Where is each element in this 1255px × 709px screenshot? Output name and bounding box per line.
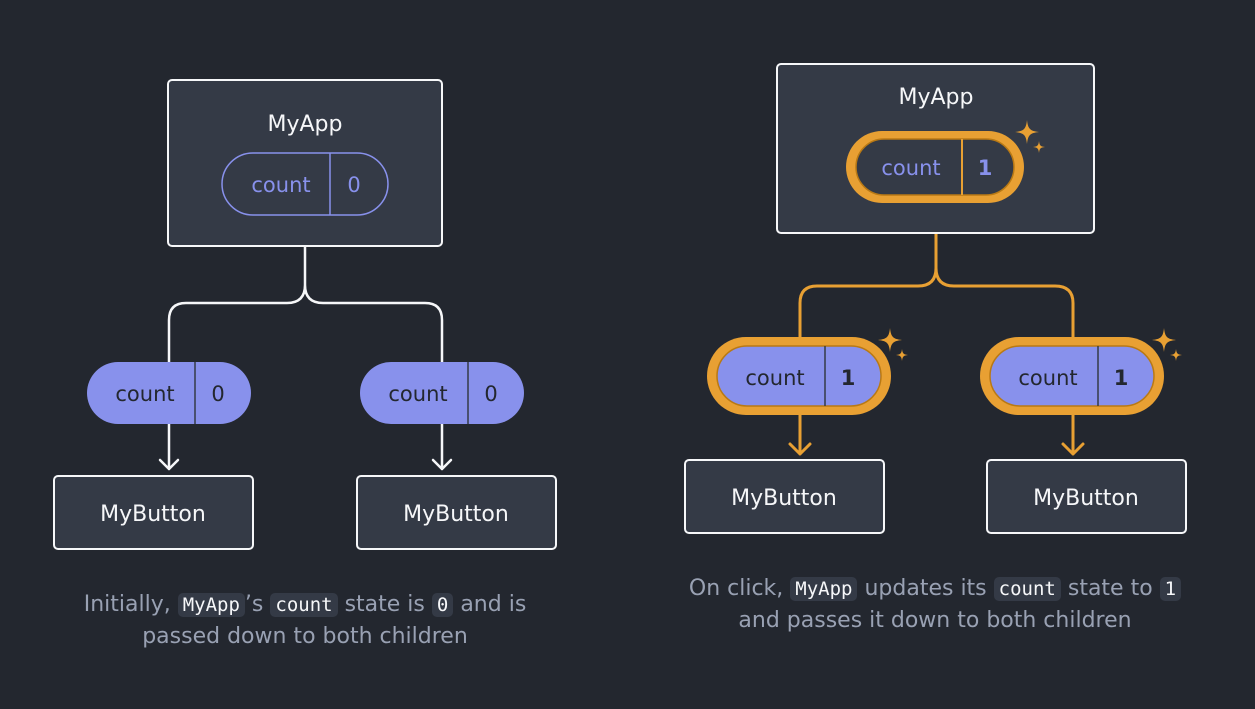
code-value: 0 [431,593,454,617]
right-diagram: MyApp count 1 count 1 [684,63,1187,534]
left-diagram: MyApp count 0 count 0 MyButton count 0 [53,79,557,550]
mybutton-node: MyButton [684,459,885,534]
caption-text: On click, [688,576,791,601]
caption-text: and passes it down to both children [738,608,1132,633]
caption-text: state is [337,592,432,617]
caption-text: and is passed down to both children [142,592,527,649]
state-name: count [251,173,310,197]
prop-pill: count 0 [360,362,524,424]
caption-text: ’s [244,592,271,617]
prop-pill: count 0 [87,362,251,424]
mybutton-label: MyButton [100,502,206,527]
arrow-down-icon [788,410,812,456]
myapp-node: MyApp count 1 [776,63,1095,234]
code-myapp: MyApp [177,593,245,617]
mybutton-node: MyButton [356,475,557,550]
prop-name: count [1018,366,1077,390]
code-count: count [270,593,338,617]
left-caption: Initially, MyApp’s count state is 0 and … [62,589,548,652]
myapp-label: MyApp [899,85,974,110]
caption-text: Initially, [83,592,178,617]
mybutton-label: MyButton [1033,486,1139,511]
prop-pill-highlighted: count 1 [707,337,891,415]
prop-name: count [745,366,804,390]
state-value: 1 [978,156,993,180]
myapp-label: MyApp [268,112,343,137]
state-value: 0 [347,173,360,197]
state-pill-highlighted: count 1 [846,131,1024,203]
mybutton-label: MyButton [731,486,837,511]
prop-name: count [115,382,174,406]
myapp-node: MyApp count 0 [167,79,443,247]
arrow-down-icon [1061,410,1085,456]
code-count: count [993,577,1061,601]
right-caption: On click, MyApp updates its count state … [686,573,1184,636]
caption-text: state to [1060,576,1160,601]
state-pill: count 0 [221,152,389,216]
code-value: 1 [1159,577,1182,601]
state-name: count [881,156,940,180]
mybutton-label: MyButton [403,502,509,527]
mybutton-node: MyButton [986,459,1187,534]
mybutton-node: MyButton [53,475,254,550]
code-myapp: MyApp [790,577,858,601]
right-connector [798,233,1075,340]
prop-value: 1 [1114,366,1129,390]
prop-value: 1 [841,366,856,390]
prop-name: count [388,382,447,406]
left-connector [167,246,444,362]
arrow-down-icon [431,422,453,471]
prop-value: 0 [211,382,224,406]
arrow-down-icon [158,422,180,471]
prop-value: 0 [484,382,497,406]
caption-text: updates its [857,576,994,601]
prop-pill-highlighted: count 1 [980,337,1164,415]
